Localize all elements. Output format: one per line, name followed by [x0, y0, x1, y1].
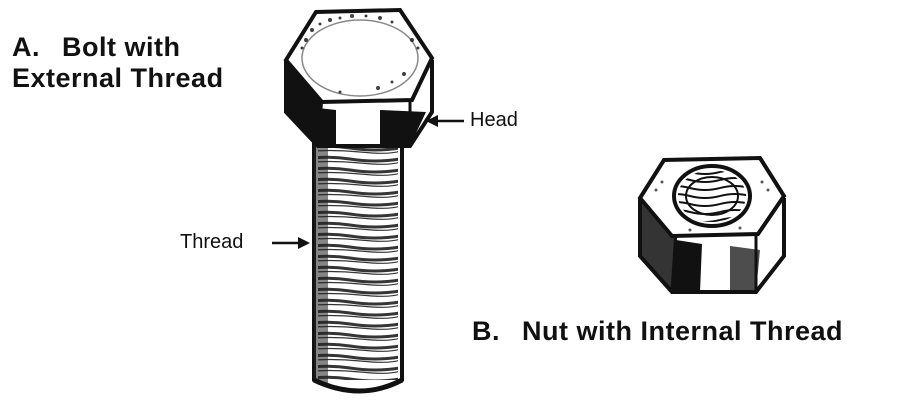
head-arrow: [426, 115, 464, 127]
bolt-caption-title: Bolt with: [62, 32, 180, 62]
nut-caption: B. Nut with Internal Thread: [472, 318, 843, 345]
thread-arrow: [272, 237, 310, 249]
bolt-thread-texture: [318, 148, 398, 380]
bolt-head-top: [286, 10, 432, 102]
nut-caption-letter: B.: [472, 318, 500, 345]
nut-caption-title: Nut with Internal Thread: [522, 316, 843, 346]
head-callout-label: Head: [470, 110, 518, 130]
nut-drawing: [640, 158, 784, 292]
thread-callout-label: Thread: [180, 232, 243, 252]
bolt-caption-line2: External Thread: [12, 65, 224, 92]
bolt-caption-letter: A.: [12, 34, 40, 61]
bolt-drawing: [286, 10, 432, 391]
bolt-caption-line1: A. Bolt with: [12, 34, 180, 61]
